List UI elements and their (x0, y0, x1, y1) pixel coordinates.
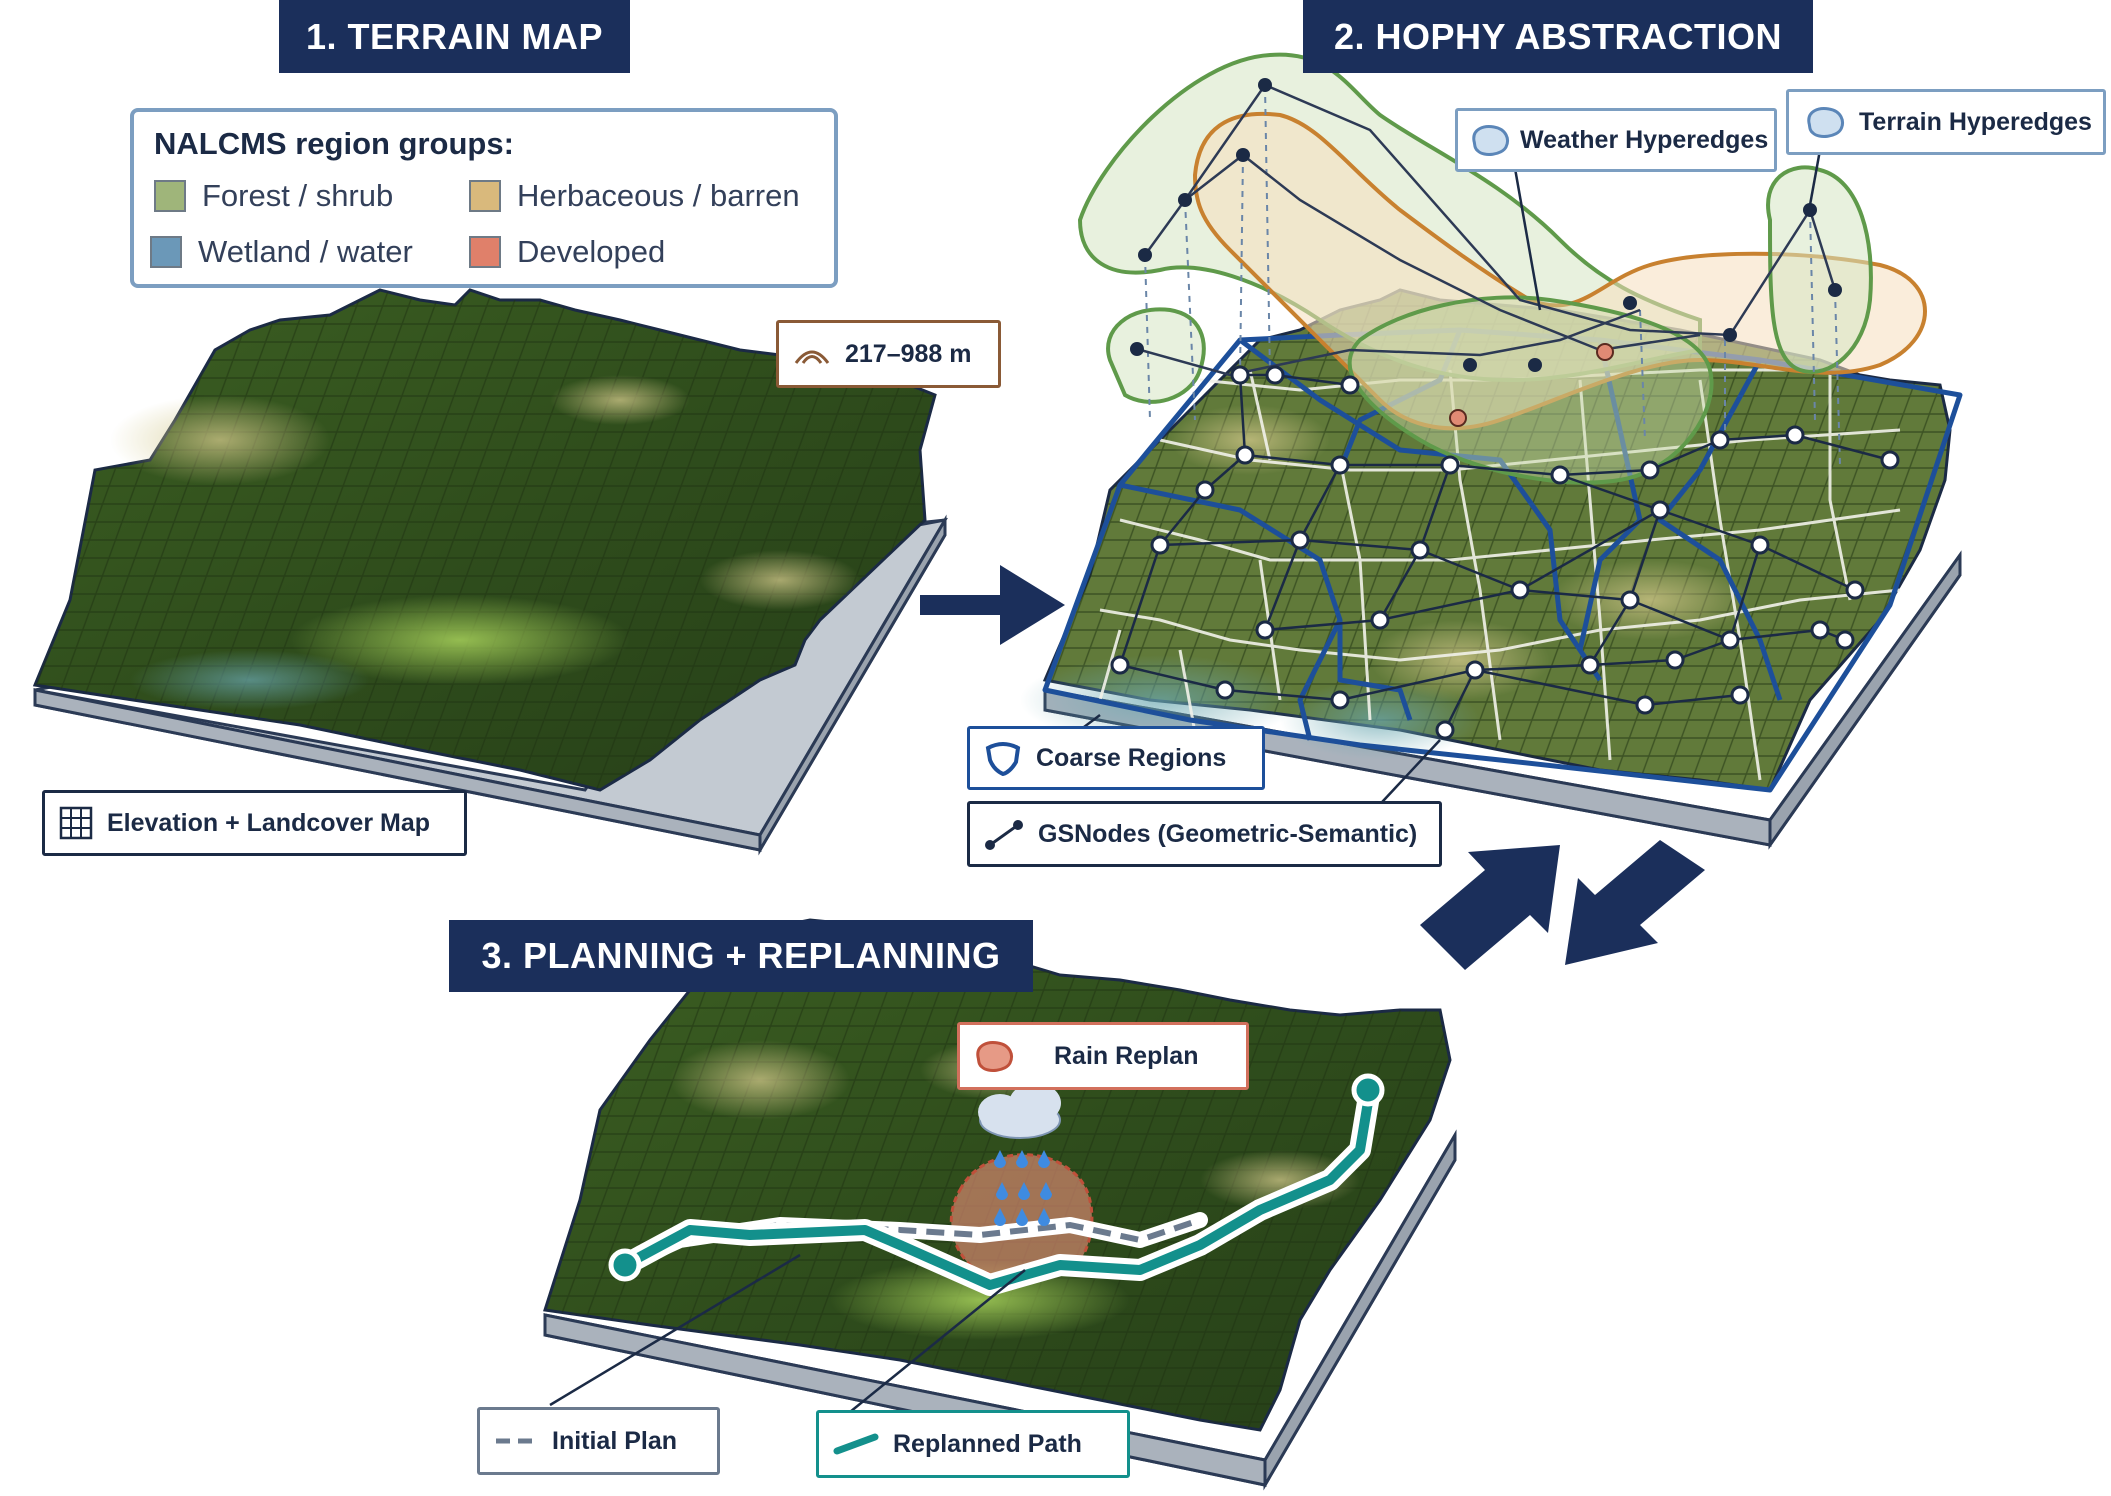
legend-item-forest: Forest / shrub (154, 178, 393, 214)
legend-label-herbaceous: Herbaceous / barren (517, 178, 800, 213)
shield-outline-icon (984, 740, 1022, 776)
elevation-range-tag: 217–988 m (776, 320, 1001, 388)
weather-blob-icon (1468, 123, 1512, 157)
weather-hyperedges-tag: Weather Hyperedges (1455, 108, 1777, 172)
terrain-hyperedges-text: Terrain Hyperedges (1859, 107, 2092, 136)
terrain-hyperedges-tag: Terrain Hyperedges (1786, 89, 2106, 155)
planning-block (543, 918, 1457, 1491)
coarse-regions-tag: Coarse Regions (967, 726, 1265, 790)
landcover-legend: NALCMS region groups: Forest / shrub Her… (130, 108, 838, 288)
contour-icon (793, 341, 831, 367)
map-type-tag: Elevation + Landcover Map (42, 790, 467, 856)
arrow-up-right-icon (1420, 845, 1560, 970)
replanned-path-tag: Replanned Path (816, 1410, 1130, 1478)
legend-label-forest: Forest / shrub (202, 178, 394, 213)
legend-item-wetland: Wetland / water (150, 234, 413, 270)
terrain-map-block (32, 288, 948, 856)
rain-blob-icon (972, 1039, 1016, 1073)
legend-item-developed: Developed (469, 234, 665, 270)
wetland-swatch (150, 236, 182, 268)
elevation-range-text: 217–988 m (845, 339, 972, 368)
forest-swatch (154, 180, 186, 212)
map-type-text: Elevation + Landcover Map (107, 808, 431, 837)
herbaceous-swatch (469, 180, 501, 212)
rain-replan-text: Rain Replan (1054, 1041, 1199, 1070)
coarse-regions-text: Coarse Regions (1036, 743, 1227, 772)
planning-section-title: 3. PLANNING + REPLANNING (449, 920, 1033, 992)
arrow-right-icon (920, 565, 1065, 645)
raindrops-icon (994, 1150, 1052, 1226)
hophy-section-title: 2. HOPHY ABSTRACTION (1303, 0, 1813, 73)
arrow-down-left-icon (1565, 840, 1705, 965)
dashed-line-icon (494, 1436, 538, 1446)
developed-swatch (469, 236, 501, 268)
grid-icon (59, 806, 93, 840)
initial-plan-text: Initial Plan (552, 1426, 678, 1455)
node-link-icon (984, 817, 1024, 851)
gsnodes-text: GSNodes (Geometric-Semantic) (1038, 819, 1418, 848)
legend-label-developed: Developed (517, 234, 666, 269)
terrain-section-title: 1. TERRAIN MAP (279, 0, 630, 73)
initial-plan-tag: Initial Plan (477, 1407, 720, 1475)
start-node (608, 1248, 642, 1282)
rain-replan-tag: Rain Replan (957, 1022, 1249, 1090)
legend-label-wetland: Wetland / water (198, 234, 413, 269)
legend-title: NALCMS region groups: (154, 126, 514, 161)
legend-item-herbaceous: Herbaceous / barren (469, 178, 800, 214)
goal-node (1351, 1073, 1385, 1107)
weather-hyperedges-text: Weather Hyperedges (1520, 125, 1769, 154)
cloud-icon (978, 1083, 1061, 1139)
terrain-blob-icon (1803, 105, 1847, 139)
teal-line-icon (833, 1433, 879, 1455)
hophy-block (1020, 52, 1963, 850)
gsnodes-tag: GSNodes (Geometric-Semantic) (967, 801, 1442, 867)
replanned-path-text: Replanned Path (893, 1429, 1082, 1458)
